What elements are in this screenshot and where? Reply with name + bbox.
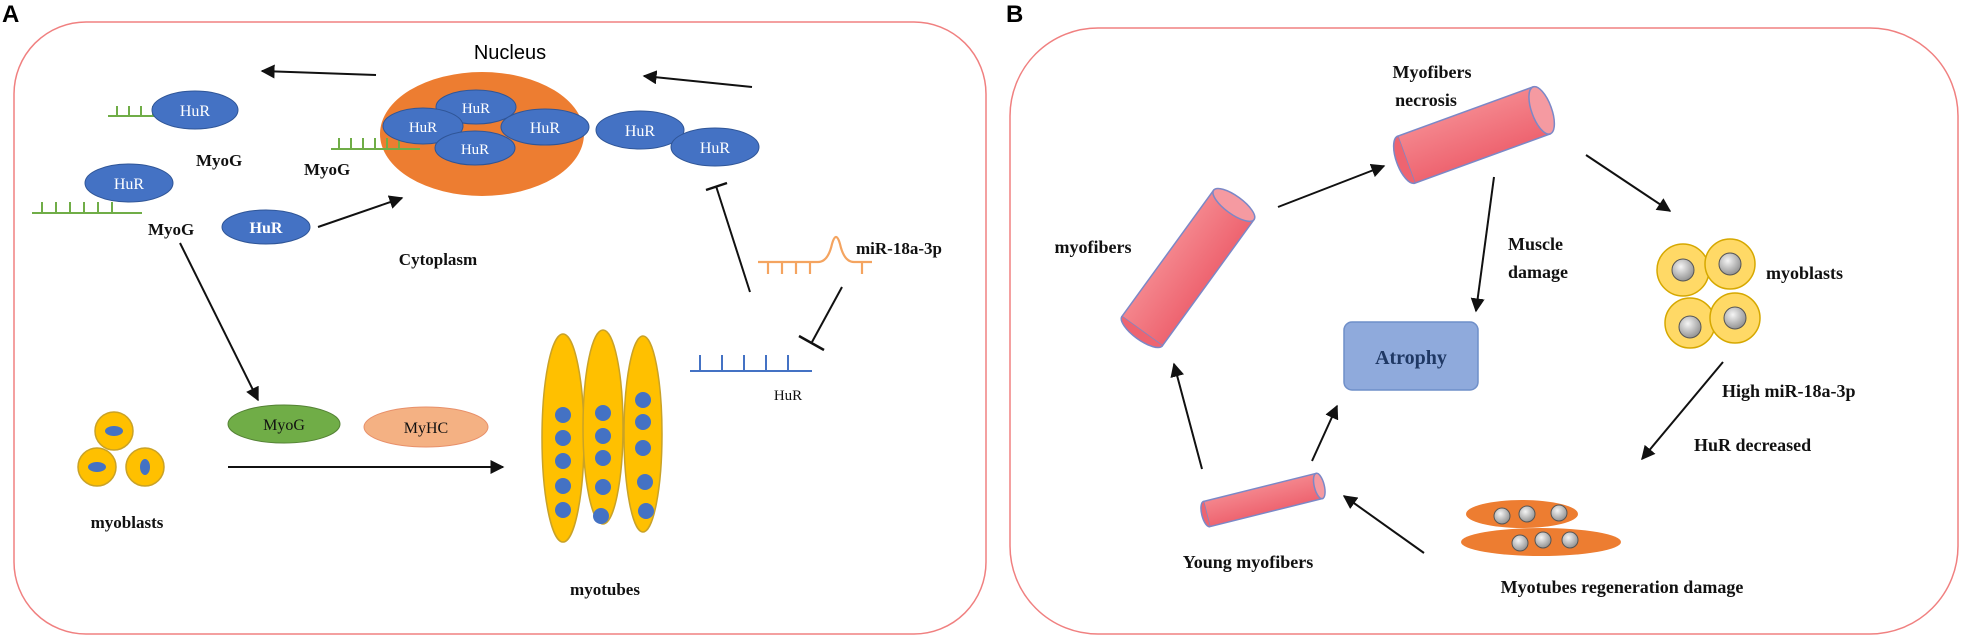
inhibition-bar bbox=[705, 181, 728, 192]
panel-b-letter: B bbox=[1006, 1, 1023, 28]
muscle-damage-label-line1: Muscle bbox=[1508, 234, 1563, 254]
svg-text:HuR: HuR bbox=[461, 142, 489, 158]
cycle-arrow bbox=[1585, 154, 1672, 212]
svg-text:HuR: HuR bbox=[700, 140, 731, 157]
panel-a-frame bbox=[13, 21, 987, 635]
necrosis-label-line1: Myofibers bbox=[1393, 62, 1472, 82]
hur-mrna bbox=[690, 355, 812, 372]
myhc-protein: MyHC bbox=[363, 406, 489, 448]
myoblast-cluster bbox=[77, 411, 165, 487]
cycle-arrow bbox=[1277, 164, 1386, 208]
svg-text:HuR: HuR bbox=[409, 120, 437, 136]
atrophy-box: Atrophy bbox=[1343, 321, 1479, 391]
myotubes-label: myotubes bbox=[570, 580, 640, 599]
myoblasts-label-b: myoblasts bbox=[1766, 263, 1843, 283]
damage-to-atrophy-arrow bbox=[1470, 176, 1495, 313]
cycle-arrow bbox=[1641, 361, 1724, 461]
muscle-damage-label-line2: damage bbox=[1508, 262, 1568, 282]
panel-a-letter: A bbox=[2, 1, 19, 28]
svg-text:HuR: HuR bbox=[530, 120, 561, 137]
hur-protein: HuR bbox=[670, 127, 760, 167]
myog-translation-arrow bbox=[179, 242, 259, 402]
svg-text:HuR: HuR bbox=[114, 176, 145, 193]
svg-text:HuR: HuR bbox=[625, 123, 656, 140]
mirna-inhibition-line bbox=[811, 286, 843, 343]
myotubes-regeneration-label: Myotubes regeneration damage bbox=[1501, 577, 1744, 597]
myotubes bbox=[541, 329, 663, 543]
myoblasts-label-a: myoblasts bbox=[91, 513, 164, 532]
myoblast-cluster-b bbox=[1656, 238, 1761, 349]
cycle-arrow bbox=[1170, 362, 1203, 470]
young-myofibers-label: Young myofibers bbox=[1183, 552, 1314, 572]
myog-label: MyoG bbox=[196, 151, 242, 170]
cytoplasm-label: Cytoplasm bbox=[399, 250, 477, 269]
hur-protein: HuR bbox=[434, 130, 516, 166]
hur-protein: HuR bbox=[84, 163, 174, 203]
myofiber bbox=[1120, 187, 1256, 349]
mirna-inhibition-bar bbox=[798, 334, 825, 352]
panel-b: B Myofibers necrosis myofibers Young myo… bbox=[1006, 1, 1959, 635]
high-mir-label: High miR-18a-3p bbox=[1722, 381, 1856, 401]
mir-18a-3p-label: miR-18a-3p bbox=[856, 239, 942, 258]
necrotic-myofiber bbox=[1392, 85, 1556, 185]
young-myofiber bbox=[1200, 472, 1326, 528]
nucleus-label: Nucleus bbox=[474, 42, 546, 64]
svg-text:HuR: HuR bbox=[462, 101, 490, 117]
hur-protein: HuR bbox=[500, 108, 590, 146]
damaged-myotubes bbox=[1461, 500, 1621, 556]
young-to-atrophy-arrow bbox=[1311, 404, 1339, 462]
svg-text:Atrophy: Atrophy bbox=[1375, 347, 1447, 369]
hur-protein: HuR bbox=[151, 90, 239, 130]
necrosis-label-line2: necrosis bbox=[1395, 90, 1457, 110]
panel-b-frame bbox=[1009, 27, 1959, 635]
cycle-arrow bbox=[1342, 495, 1425, 554]
myog-label: MyoG bbox=[148, 220, 194, 239]
hur-protein: HuR bbox=[221, 209, 311, 245]
hur-protein: HuR bbox=[382, 107, 464, 145]
svg-text:HuR: HuR bbox=[250, 220, 283, 237]
hur-decreased-label: HuR decreased bbox=[1694, 435, 1811, 455]
panel-a: A Nucleus HuR bbox=[2, 1, 987, 635]
hur-mrna-label: HuR bbox=[774, 388, 802, 404]
import-arrow bbox=[642, 70, 753, 88]
svg-text:MyHC: MyHC bbox=[404, 420, 448, 437]
myog-protein: MyoG bbox=[227, 404, 341, 444]
myofibers-label: myofibers bbox=[1055, 237, 1132, 257]
svg-text:MyoG: MyoG bbox=[263, 417, 305, 434]
myog-mrna-left bbox=[32, 202, 142, 214]
myog-mrna-nucleus bbox=[331, 138, 420, 150]
mir-18a-3p-strand bbox=[758, 235, 872, 274]
myog-label: MyoG bbox=[304, 160, 350, 179]
hur-import-arrow bbox=[317, 195, 404, 228]
svg-text:HuR: HuR bbox=[180, 103, 211, 120]
hur-protein: HuR bbox=[595, 110, 685, 150]
export-arrow bbox=[260, 64, 377, 79]
inhibition-line bbox=[715, 185, 751, 293]
